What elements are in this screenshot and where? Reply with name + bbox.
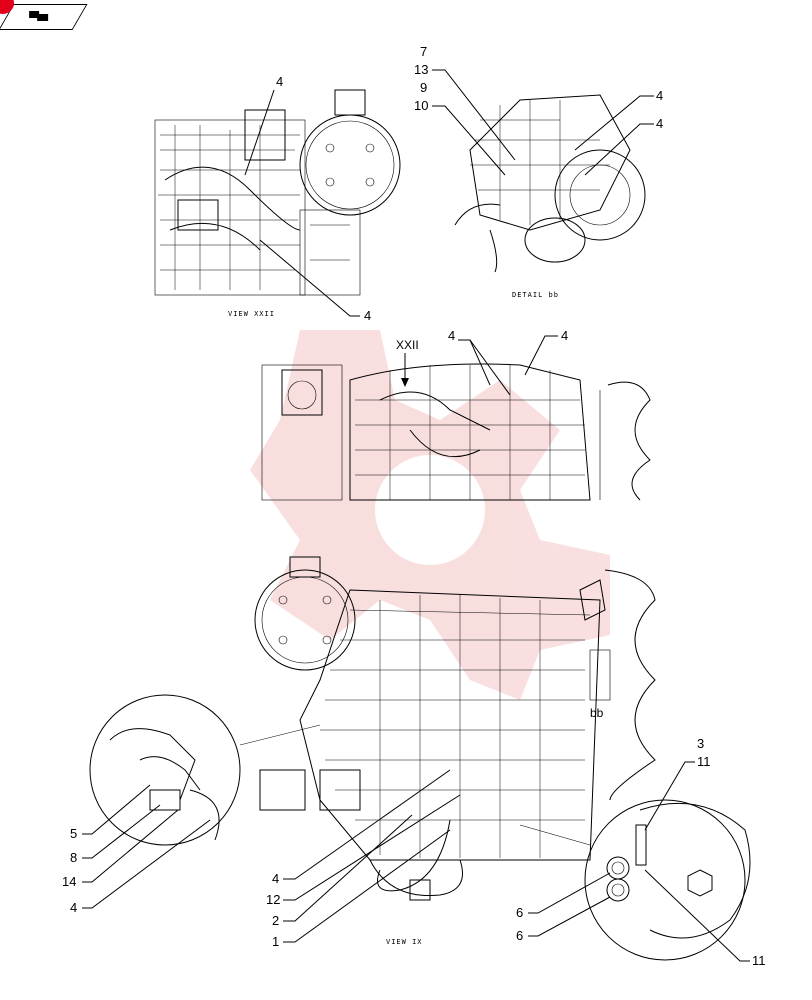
- leader-line: [283, 829, 451, 943]
- leader-line: [82, 819, 211, 909]
- callout-view-xxii-4-top: 4: [276, 74, 283, 89]
- leader-line: [432, 105, 506, 176]
- leader-line: [469, 339, 511, 396]
- callout-left-8: 8: [70, 850, 77, 865]
- callout-left-5: 5: [70, 826, 77, 841]
- leader-line: [283, 769, 451, 880]
- leader-line: [244, 89, 275, 176]
- view-arrow-head: [401, 378, 409, 387]
- leader-line: [259, 239, 360, 317]
- callout-right-6-upper: 6: [516, 905, 523, 920]
- view-ix-engine-drawing: [254, 556, 656, 901]
- view-mark-bb: bb: [590, 706, 604, 720]
- caption-view-ix: VIEW IX: [386, 938, 423, 946]
- callout-detail-7: 7: [420, 44, 427, 59]
- leader-line: [82, 804, 161, 859]
- callout-right-3: 3: [697, 736, 704, 751]
- leader-line: [458, 339, 491, 386]
- detail-bb-drawing: [454, 94, 646, 273]
- callout-bottom-2: 2: [272, 913, 279, 928]
- left-detail-circle: [89, 694, 321, 846]
- callout-bottom-4: 4: [272, 871, 279, 886]
- callout-right-11-top: 11: [697, 754, 711, 769]
- leader-line: [432, 69, 516, 161]
- page-back-arrow-icon: [28, 9, 50, 28]
- nav-indicator-dot: [0, 0, 14, 14]
- leader-line: [283, 794, 461, 901]
- callout-middle-4-left: 4: [448, 328, 455, 343]
- callout-detail-13: 13: [414, 62, 428, 77]
- callout-left-4: 4: [70, 900, 77, 915]
- callout-right-11-bottom: 11: [752, 953, 766, 968]
- leader-line: [528, 896, 611, 937]
- leader-line: [524, 335, 558, 376]
- leader-line: [584, 123, 654, 176]
- callout-detail-4-upper: 4: [656, 88, 663, 103]
- leader-line: [528, 872, 611, 914]
- callout-view-xxii-4-bottom: 4: [364, 308, 371, 323]
- callout-bottom-12: 12: [266, 892, 280, 907]
- callout-detail-4-lower: 4: [656, 116, 663, 131]
- watermark-logo: [250, 330, 610, 700]
- callout-detail-9: 9: [420, 80, 427, 95]
- page-back-button[interactable]: [0, 4, 88, 30]
- callout-left-14: 14: [62, 874, 76, 889]
- view-xxii-drawing: [154, 89, 401, 296]
- leader-line: [283, 814, 413, 922]
- callout-right-6-lower: 6: [516, 928, 523, 943]
- leader-line: [644, 869, 750, 962]
- leader-line: [644, 761, 695, 831]
- caption-view-xxii: VIEW XXII: [228, 310, 275, 318]
- callout-middle-4-right: 4: [561, 328, 568, 343]
- callout-detail-10: 10: [414, 98, 428, 113]
- leader-line: [82, 809, 179, 883]
- middle-engine-drawing: [261, 363, 651, 501]
- leader-line: [574, 95, 654, 151]
- leader-line: [82, 784, 151, 835]
- caption-detail-bb: DETAIL bb: [512, 291, 559, 299]
- view-mark-xxii: XXII: [396, 338, 419, 352]
- right-detail-circle: [519, 799, 751, 961]
- callout-bottom-1: 1: [272, 934, 279, 949]
